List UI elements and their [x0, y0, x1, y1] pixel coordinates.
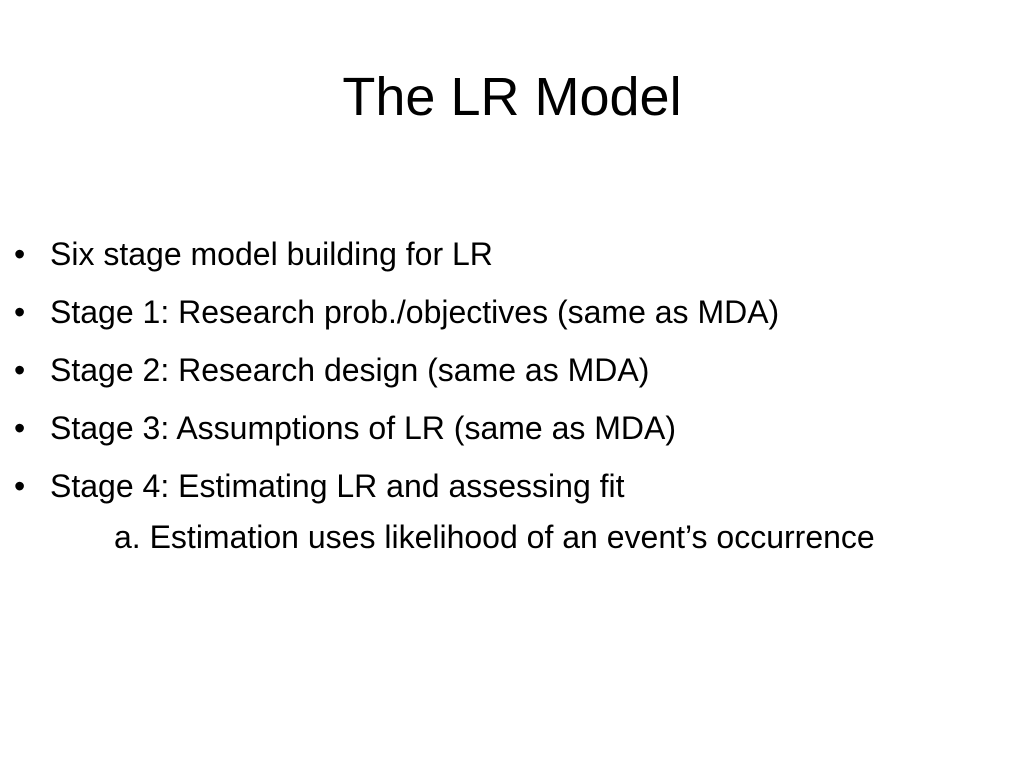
bullet-item: • Stage 3: Assumptions of LR (same as MDA… [14, 399, 1004, 457]
bullet-marker: • [14, 294, 26, 330]
bullet-text: Stage 2: Research design (same as MDA) [50, 352, 650, 388]
bullet-text: Stage 4: Estimating LR and assessing fit [50, 468, 625, 504]
bullet-text: Six stage model building for LR [50, 236, 493, 272]
bullet-marker: • [14, 352, 26, 388]
bullet-item: • Stage 1: Research prob./objectives (sam… [14, 283, 1004, 341]
bullet-text: Stage 1: Research prob./objectives (same… [50, 294, 780, 330]
bullet-marker: • [14, 236, 26, 272]
bullet-list: • Six stage model building for LR • Stage … [14, 225, 1004, 515]
bullet-item: • Stage 2: Research design (same as MDA) [14, 341, 1004, 399]
bullet-text: Stage 3: Assumptions of LR (same as MDA) [50, 410, 677, 446]
bullet-item: • Six stage model building for LR [14, 225, 1004, 283]
bullet-item: • Stage 4: Estimating LR and assessing fi… [14, 457, 1004, 515]
bullet-marker: • [14, 468, 26, 504]
bullet-marker: • [14, 410, 26, 446]
slide-title: The LR Model [342, 67, 682, 127]
sub-item-estimation: a. Estimation uses likelihood of an even… [114, 519, 875, 555]
